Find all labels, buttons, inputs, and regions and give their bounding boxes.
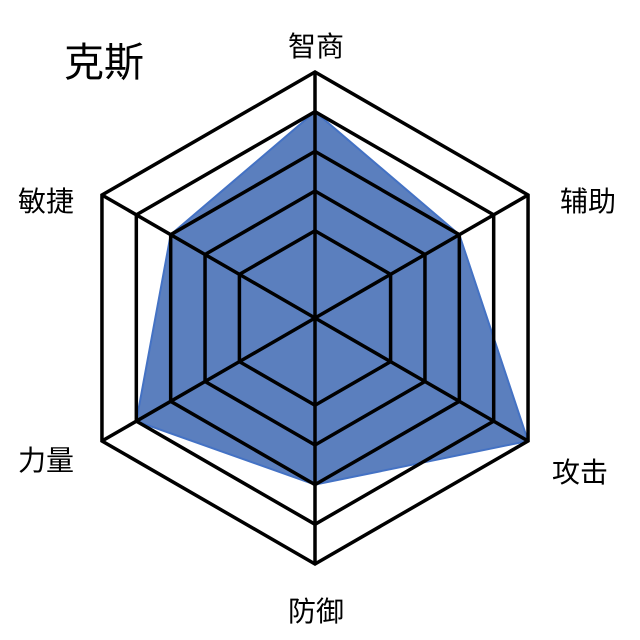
axis-label-1: 辅助 xyxy=(560,185,616,218)
axis-spoke-5 xyxy=(101,193,316,320)
axis-spoke-1 xyxy=(314,193,529,320)
axis-label-3: 防御 xyxy=(288,595,344,628)
axis-label-2: 攻击 xyxy=(552,456,608,489)
axis-label-5: 敏捷 xyxy=(18,185,74,218)
axis-spoke-4 xyxy=(101,316,316,443)
axis-label-4: 力量 xyxy=(18,444,74,477)
axis-label-0: 智商 xyxy=(288,30,344,63)
axis-spoke-2 xyxy=(314,316,529,443)
series-area xyxy=(135,110,530,486)
chart-title: 克斯 xyxy=(64,40,144,86)
